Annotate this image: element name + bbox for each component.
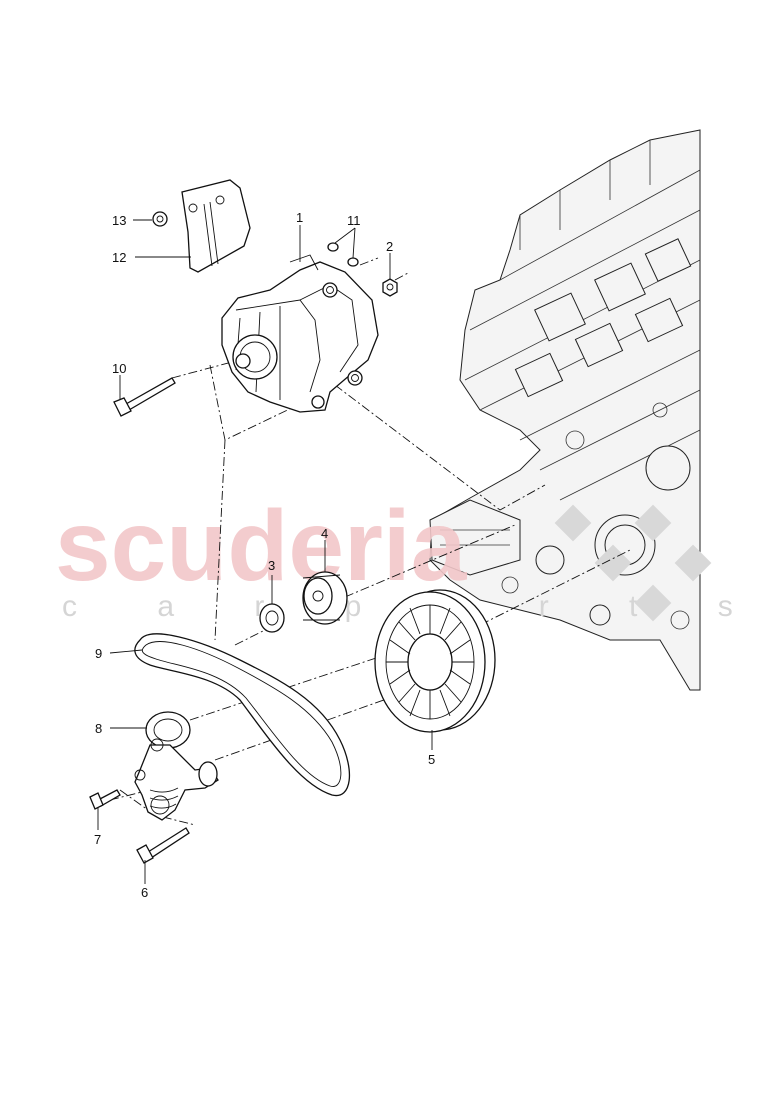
spacer-3 bbox=[259, 603, 285, 633]
nut-2 bbox=[382, 278, 398, 297]
callout-13: 13 bbox=[112, 213, 126, 228]
nut-13 bbox=[152, 211, 168, 227]
leader-lines bbox=[97, 219, 433, 884]
callout-9: 9 bbox=[95, 646, 102, 661]
callout-8: 8 bbox=[95, 721, 102, 736]
callout-3: 3 bbox=[268, 558, 275, 573]
callout-6: 6 bbox=[141, 885, 148, 900]
washers bbox=[327, 242, 359, 267]
callout-12: 12 bbox=[112, 250, 126, 265]
callout-5: 5 bbox=[428, 752, 435, 767]
callout-1: 1 bbox=[296, 210, 303, 225]
crank-pulley bbox=[374, 589, 496, 733]
callout-4: 4 bbox=[321, 526, 328, 541]
callout-7: 7 bbox=[94, 832, 101, 847]
callout-10: 10 bbox=[112, 361, 126, 376]
engine-block bbox=[429, 129, 701, 691]
alternator bbox=[221, 254, 379, 413]
idler-pulley bbox=[302, 571, 348, 625]
bolt-6 bbox=[136, 827, 190, 864]
belt-tensioner bbox=[134, 711, 219, 821]
callout-11: 11 bbox=[347, 213, 361, 228]
callout-labels: 1 2 3 4 5 6 7 8 9 10 11 12 13 bbox=[94, 210, 435, 900]
watermark-brand: scuderia bbox=[55, 490, 468, 602]
bolt-10 bbox=[113, 377, 176, 417]
drive-belt bbox=[134, 633, 351, 797]
callout-2: 2 bbox=[386, 239, 393, 254]
bracket bbox=[181, 179, 251, 273]
bolt-7 bbox=[89, 789, 121, 810]
